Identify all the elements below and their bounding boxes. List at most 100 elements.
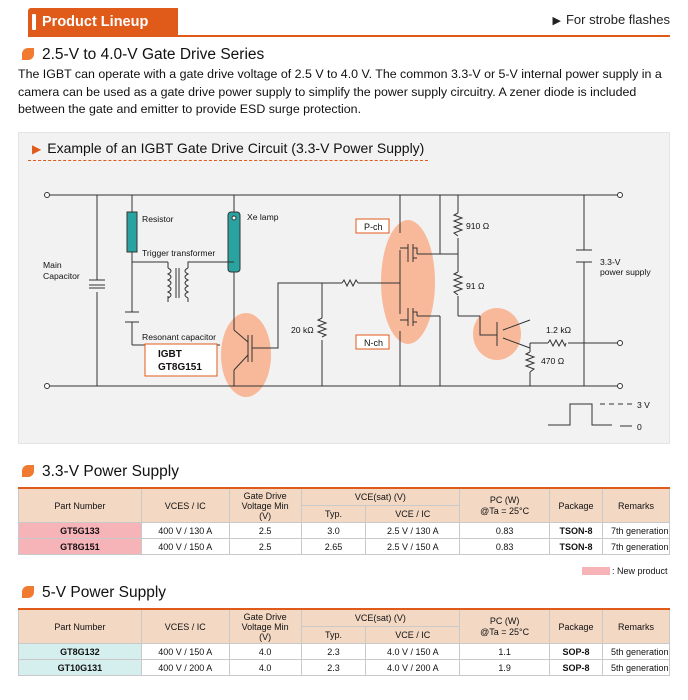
section-title-5v-text: 5-V Power Supply	[42, 584, 167, 601]
th-typ: Typ.	[300, 626, 367, 644]
section-title-gate-drive: 2.5-V to 4.0-V Gate Drive Series	[22, 46, 264, 64]
vces-cell: 400 V / 150 A	[140, 538, 230, 555]
part-number-cell[interactable]: GT10G131	[18, 659, 142, 676]
th-vces-ic: VCES / IC	[140, 487, 230, 523]
new-product-label: : New product	[612, 566, 668, 576]
th-pc: PC (W) @Ta = 25°C	[459, 608, 551, 644]
th-package: Package	[549, 608, 603, 644]
th-part-number: Part Number	[18, 487, 142, 523]
label-resistor: Resistor	[142, 214, 174, 224]
section-title-5v: 5-V Power Supply	[22, 584, 166, 602]
th-vce-sat: VCE(sat) (V)	[300, 608, 461, 627]
circuit-diagram-panel	[18, 132, 670, 444]
table-row: GT5G133 400 V / 130 A 2.5 3.0 2.5 V / 13…	[18, 522, 670, 539]
typ-cell: 3.0	[300, 522, 367, 539]
nch-label-box: N-ch	[355, 334, 390, 350]
wiring	[47, 194, 620, 387]
circuit-diagram-title-text: Example of an IGBT Gate Drive Circuit (3…	[47, 140, 425, 156]
label-20k: 20 kΩ	[291, 325, 314, 335]
section-title-33v: 3.3-V Power Supply	[22, 463, 179, 481]
th-gate-drive-1: Gate Drive	[243, 611, 287, 622]
header-rule	[28, 35, 670, 37]
gate-cell: 2.5	[228, 538, 302, 555]
highlight-igbt	[221, 313, 271, 397]
resonant-capacitor-symbol	[125, 311, 139, 323]
label-xe-lamp: Xe lamp	[247, 212, 279, 222]
trigger-transformer-symbol	[166, 261, 234, 302]
vce-cell: 4.0 V / 150 A	[365, 643, 461, 660]
label-main-capacitor-2: Capacitor	[43, 271, 80, 281]
table-33v: Part Number VCES / IC Gate Drive Voltage…	[18, 487, 670, 555]
label-igbt-2: GT8G151	[158, 362, 202, 373]
table-row: GT8G151 400 V / 150 A 2.5 2.65 2.5 V / 1…	[18, 538, 670, 555]
th-remarks: Remarks	[602, 487, 670, 523]
highlight-mosfets	[381, 220, 435, 344]
resistor-470-symbol	[524, 351, 536, 373]
resistor-910-symbol	[452, 212, 464, 237]
package-cell: TSON-8	[549, 538, 603, 555]
pc-cell: 1.9	[459, 659, 551, 676]
resistor-20k-symbol	[316, 317, 328, 338]
th-remarks: Remarks	[602, 608, 670, 644]
pc-cell: 0.83	[459, 538, 551, 555]
transistor-symbol	[485, 322, 498, 346]
th-package: Package	[549, 487, 603, 523]
pc-cell: 1.1	[459, 643, 551, 660]
table-5v: Part Number VCES / IC Gate Drive Voltage…	[18, 608, 670, 676]
terminals	[44, 192, 623, 389]
th-vces-ic: VCES / IC	[140, 608, 230, 644]
section-title-33v-text: 3.3-V Power Supply	[42, 463, 179, 480]
th-pc: PC (W) @Ta = 25°C	[459, 487, 551, 523]
part-number-cell[interactable]: GT8G132	[18, 643, 142, 660]
resistor-91-symbol	[452, 271, 464, 296]
label-igbt-1: IGBT	[158, 349, 182, 360]
series-resistor-symbol	[341, 278, 359, 288]
th-gate-drive-2: Voltage Min	[241, 500, 289, 511]
remarks-cell: 7th generation	[602, 522, 670, 539]
new-product-legend: : New product	[582, 566, 668, 576]
main-capacitor-symbol	[89, 279, 105, 289]
pch-label-box: P-ch	[355, 218, 390, 234]
gate-cell: 4.0	[228, 659, 302, 676]
th-part-number: Part Number	[18, 608, 142, 644]
th-pc-1: PC (W)	[489, 615, 520, 626]
circuit-diagram: Main Capacitor Resistor Xe lamp Trigger …	[43, 192, 651, 432]
part-number-cell[interactable]: GT8G151	[18, 538, 142, 555]
package-cell: SOP-8	[549, 643, 603, 660]
th-gate-drive: Gate Drive Voltage Min (V)	[228, 487, 302, 523]
typ-cell: 2.3	[300, 643, 367, 660]
vces-cell: 400 V / 150 A	[140, 643, 230, 660]
th-gate-drive-3: (V)	[259, 631, 272, 642]
xe-lamp-symbol	[227, 211, 241, 273]
intro-paragraph: The IGBT can operate with a gate drive v…	[18, 67, 662, 117]
product-lineup-tab: Product Lineup	[28, 8, 178, 36]
remarks-cell: 5th generation	[602, 643, 670, 660]
circuit-diagram-title: ▶Example of an IGBT Gate Drive Circuit (…	[32, 140, 424, 156]
supply-capacitor-symbol	[576, 249, 592, 263]
nch-mosfet-symbol	[400, 308, 418, 326]
label-main-capacitor-1: Main	[43, 260, 62, 270]
th-vce-ic: VCE / IC	[365, 626, 461, 644]
th-gate-drive-2: Voltage Min	[241, 621, 289, 632]
th-typ: Typ.	[300, 505, 367, 523]
part-number-cell[interactable]: GT5G133	[18, 522, 142, 539]
th-vce-sat: VCE(sat) (V)	[300, 487, 461, 506]
th-gate-drive-1: Gate Drive	[243, 490, 287, 501]
remarks-cell: 7th generation	[602, 538, 670, 555]
label-supply-2: power supply	[600, 267, 651, 277]
gate-cell: 4.0	[228, 643, 302, 660]
label-910: 910 Ω	[466, 221, 490, 231]
typ-cell: 2.65	[300, 538, 367, 555]
resistor-symbol	[126, 211, 138, 253]
th-pc-1: PC (W)	[489, 494, 520, 505]
igbt-label-box: IGBT GT8G151	[144, 343, 218, 377]
th-gate-drive: Gate Drive Voltage Min (V)	[228, 608, 302, 644]
product-lineup-label: Product Lineup	[42, 14, 149, 30]
table-row: GT10G131 400 V / 200 A 4.0 2.3 4.0 V / 2…	[18, 659, 670, 676]
label-pch: P-ch	[364, 222, 383, 232]
label-supply-1: 3.3-V	[600, 257, 621, 267]
label-0v: 0	[637, 422, 642, 432]
th-gate-drive-3: (V)	[259, 510, 272, 521]
strobe-flashes-link[interactable]: ▶For strobe flashes	[552, 12, 670, 27]
section-bullet-icon	[22, 586, 34, 598]
